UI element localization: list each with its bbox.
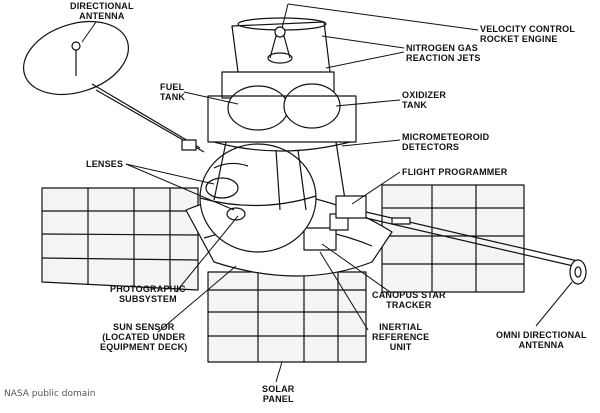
label-line: TANK bbox=[160, 92, 186, 102]
label-line: ROCKET ENGINE bbox=[480, 34, 558, 44]
label-line: CANOPUS STAR bbox=[372, 290, 446, 300]
left-solar-panel bbox=[41, 187, 199, 291]
label-solar-panel: SOLAR PANEL bbox=[262, 384, 295, 404]
omni-antenna bbox=[365, 211, 587, 285]
leader-lines bbox=[81, 3, 573, 383]
label-line: ANTENNA bbox=[518, 340, 565, 350]
label-velocity-control: VELOCITY CONTROL ROCKET ENGINE bbox=[480, 24, 575, 44]
label-line: FUEL bbox=[160, 82, 185, 92]
label-line: VELOCITY CONTROL bbox=[480, 24, 576, 34]
rocket-engine bbox=[267, 26, 293, 64]
label-line: EQUIPMENT DECK) bbox=[100, 342, 188, 352]
label-nitrogen-jets: NITROGEN GAS REACTION JETS bbox=[406, 43, 481, 63]
bottom-solar-panel bbox=[207, 271, 367, 363]
label-line: OXIDIZER bbox=[402, 90, 447, 100]
photographic-sphere bbox=[199, 143, 317, 253]
label-line: REACTION JETS bbox=[406, 53, 481, 63]
label-omni-antenna: OMNI DIRECTIONAL ANTENNA bbox=[496, 330, 587, 350]
flight-programmer-box bbox=[335, 195, 367, 219]
upper-structure bbox=[207, 17, 357, 211]
label-line: NITROGEN GAS bbox=[406, 43, 478, 53]
label-line: REFERENCE bbox=[372, 332, 430, 342]
label-photographic: PHOTOGRAPHIC SUBSYSTEM bbox=[110, 284, 186, 304]
label-flight-programmer: FLIGHT PROGRAMMER bbox=[402, 167, 508, 177]
label-fuel-tank: FUEL TANK bbox=[160, 82, 185, 102]
label-line: SUBSYSTEM bbox=[118, 294, 177, 304]
label-line: INERTIAL bbox=[379, 322, 423, 332]
label-line: ANTENNA bbox=[79, 11, 125, 21]
image-credit: NASA public domain bbox=[4, 389, 96, 399]
label-oxidizer-tank: OXIDIZER TANK bbox=[402, 90, 446, 110]
label-lenses: LENSES bbox=[86, 159, 124, 169]
label-line: TRACKER bbox=[386, 300, 432, 310]
label-directional-antenna: DIRECTIONAL ANTENNA bbox=[70, 1, 134, 21]
label-line: SOLAR bbox=[262, 384, 295, 394]
label-micrometeoroid: MICROMETEOROID DETECTORS bbox=[402, 132, 489, 152]
label-line: UNIT bbox=[389, 342, 412, 352]
label-line: DIRECTIONAL bbox=[70, 1, 134, 11]
label-line: MICROMETEOROID bbox=[402, 132, 490, 142]
label-line: PHOTOGRAPHIC bbox=[110, 284, 186, 294]
label-canopus: CANOPUS STAR TRACKER bbox=[372, 290, 446, 310]
label-inertial: INERTIAL REFERENCE UNIT bbox=[372, 322, 429, 352]
label-line: (LOCATED UNDER bbox=[102, 332, 186, 342]
label-line: DETECTORS bbox=[402, 142, 460, 152]
label-line: OMNI DIRECTIONAL bbox=[496, 330, 587, 340]
directional-antenna bbox=[22, 21, 205, 153]
label-sun-sensor: SUN SENSOR (LOCATED UNDER EQUIPMENT DECK… bbox=[100, 322, 188, 352]
label-line: TANK bbox=[402, 100, 428, 110]
label-line: SUN SENSOR bbox=[113, 322, 175, 332]
label-line: PANEL bbox=[262, 394, 294, 404]
